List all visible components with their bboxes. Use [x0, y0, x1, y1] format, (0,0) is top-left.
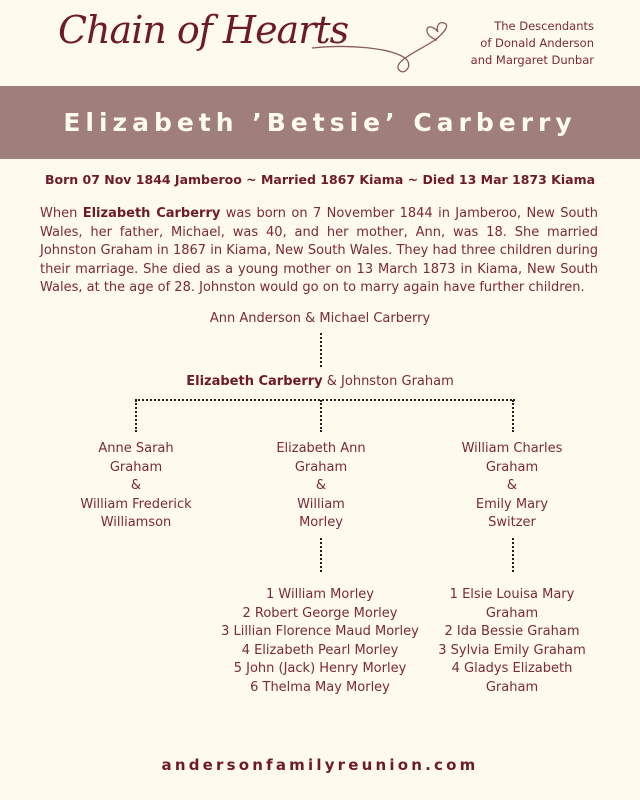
child-line: Graham [294, 459, 348, 475]
list-item: 2 Robert George Morley [242, 605, 398, 621]
list-item: 3 Sylvia Emily Graham [438, 642, 586, 658]
biography: When Elizabeth Carberry was born on 7 No… [40, 205, 598, 298]
list-item: 4 Gladys Elizabeth [451, 661, 573, 676]
bio-text: was born on 7 November 1844 in Jamberoo,… [40, 206, 598, 295]
child-line: William Frederick [80, 496, 192, 512]
heart-flourish-icon [311, 22, 448, 73]
footer-website-link[interactable]: andersonfamilyreunion.com [161, 756, 479, 774]
caption-line: and Margaret Dunbar [470, 53, 594, 67]
caption-line: of Donald Anderson [480, 36, 594, 50]
parents-label: Ann Anderson & Michael Carberry [209, 311, 431, 326]
list-item: 2 Ida Bessie Graham [444, 624, 580, 639]
child-line: William [297, 496, 345, 512]
child-line: Williamson [100, 515, 172, 530]
connector-line [135, 399, 515, 401]
child-line: Anne Sarah [98, 441, 174, 456]
subject-name: Elizabeth Carberry [186, 374, 323, 389]
logo: Chain of Hearts [58, 8, 349, 52]
bio-name: Elizabeth Carberry [82, 206, 221, 221]
child-line: Elizabeth Ann [276, 441, 366, 456]
list-item: Graham [485, 679, 539, 695]
child-line: Graham [109, 459, 163, 475]
connector-line [320, 538, 322, 572]
connector-line [135, 400, 137, 432]
couple-label: Elizabeth Carberry & Johnston Graham [0, 373, 640, 392]
child-line: William Charles [461, 441, 563, 456]
child-line: Morley [299, 515, 343, 530]
child-line: Graham [485, 459, 539, 475]
child-line: & [506, 478, 518, 493]
page-title: Elizabeth ’Betsie’ Carberry [63, 108, 577, 137]
list-item: 1 Elsie Louisa Mary [449, 587, 575, 602]
list-item: 4 Elizabeth Pearl Morley [241, 642, 399, 658]
spouse-name: & Johnston Graham [322, 374, 454, 389]
child-line: Switzer [488, 515, 536, 530]
grandchildren-list: 1 William Morley 2 Robert George Morley 3 … [200, 586, 440, 697]
list-item: 3 Lillian Florence Maud Morley [221, 624, 419, 639]
child-line: Emily Mary [475, 496, 549, 512]
connector-line [512, 538, 514, 572]
descendants-caption: The Descendants of Donald Anderson and M… [471, 18, 594, 69]
connector-line [512, 400, 514, 432]
list-item: Graham [485, 605, 539, 621]
bio-text: When [40, 206, 83, 221]
connector-line [320, 333, 322, 367]
caption-line: The Descendants [494, 19, 594, 33]
title-banner: Elizabeth ’Betsie’ Carberry [0, 86, 640, 159]
vitals-line: Born 07 Nov 1844 Jamberoo ~ Married 1867… [44, 172, 596, 187]
connector-line [320, 400, 322, 432]
list-item: 6 Thelma May Morley [250, 679, 390, 695]
list-item: 5 John (Jack) Henry Morley [233, 661, 407, 676]
list-item: 1 William Morley [266, 587, 374, 602]
child-line: & [315, 478, 327, 493]
child-line: & [130, 478, 142, 493]
